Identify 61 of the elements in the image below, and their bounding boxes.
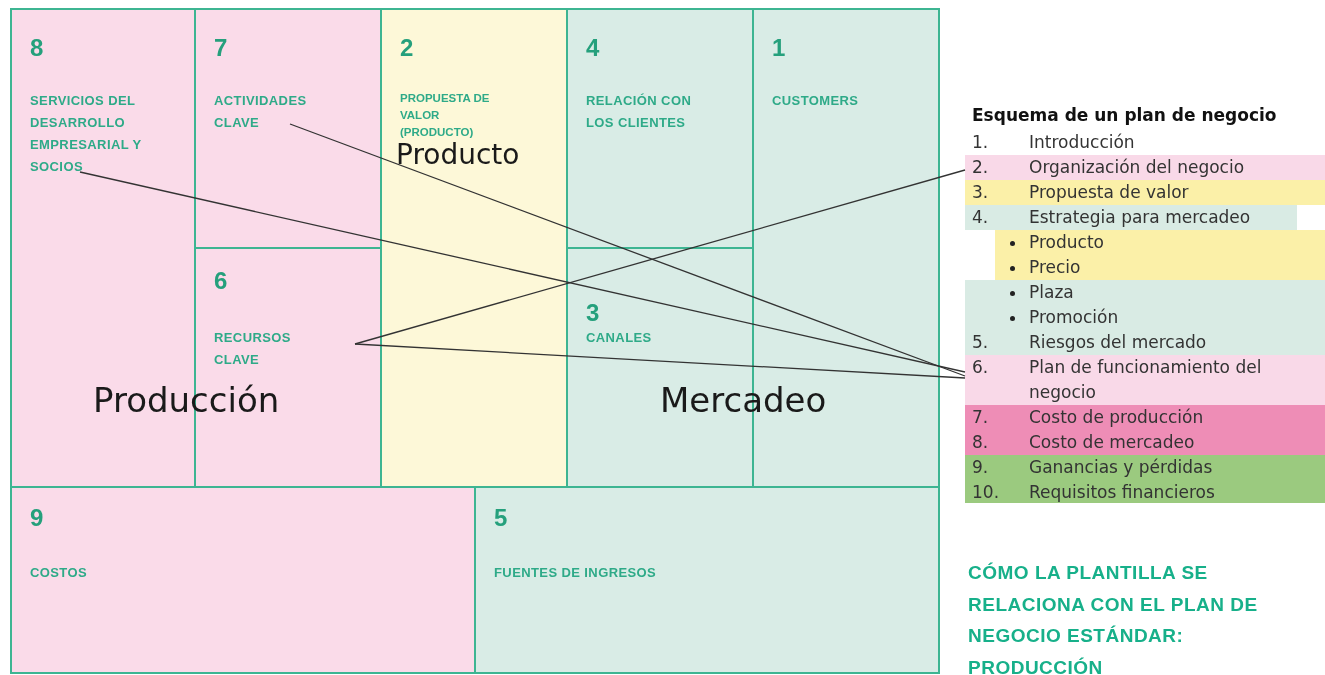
row-text: Introducción: [1029, 131, 1135, 154]
row-text: Organización del negocio: [1029, 156, 1245, 179]
leader-line: [354, 343, 966, 379]
plan-band: [965, 455, 1325, 503]
canvas-block: [380, 8, 568, 488]
row-text: Promoción: [1029, 306, 1119, 329]
caption: CÓMO LA PLANTILLA SE RELACIONA CON EL PLAN DE NEGOCIO ESTÁNDAR: PRODUCCIÓN: [968, 561, 1259, 675]
plan-band: [995, 230, 1325, 280]
block-number: 4: [586, 34, 601, 62]
block-heading: RELACIÓN CON LOS CLIENTES: [586, 92, 693, 132]
row-number: 10.: [972, 481, 1000, 504]
block-number: 1: [772, 34, 787, 62]
block-number: 8: [30, 34, 45, 62]
canvas-block: [10, 486, 476, 674]
row-number: 2.: [972, 156, 989, 179]
row-text: Precio: [1029, 256, 1081, 279]
block-heading: CANALES: [586, 329, 653, 347]
block-heading: PROPUESTA DE VALOR (PRODUCTO): [400, 91, 491, 140]
leader-line: [79, 171, 966, 373]
block-heading: RECURSOS CLAVE: [214, 329, 292, 369]
canvas-block: [474, 486, 940, 674]
block-number: 2: [400, 34, 415, 62]
row-text: Producto: [1029, 231, 1104, 254]
row-number: 1.: [972, 131, 989, 154]
leader-line: [289, 123, 966, 377]
block-number: 6: [214, 267, 229, 295]
block-number: 5: [494, 504, 509, 532]
row-number: 5.: [972, 331, 989, 354]
block-number: 9: [30, 504, 45, 532]
block-number: 3: [586, 299, 601, 327]
row-number: 8.: [972, 431, 989, 454]
list-heading: Esquema de un plan de negocio: [972, 105, 1277, 125]
row-text: Estrategia para mercadeo: [1029, 206, 1251, 229]
canvas-block: [566, 8, 754, 249]
block-heading: SERVICIOS DEL DESARROLLO EMPRESARIAL Y SOCIOS: [30, 92, 143, 176]
block-heading: FUENTES DE INGRESOS: [494, 564, 658, 582]
plan-band: [965, 405, 1325, 455]
plan-band: [965, 155, 1325, 180]
row-text: Costo de mercadeo: [1029, 431, 1195, 454]
row-text: Ganancias y pérdidas: [1029, 456, 1213, 479]
block-word: Producto: [396, 138, 521, 171]
plan-band: [965, 180, 1325, 205]
row-number: 6.: [972, 356, 989, 379]
row-number: 3.: [972, 181, 989, 204]
block-heading: ACTIVIDADES CLAVE: [214, 92, 308, 132]
row-text: Plan de funcionamiento del negocio: [1029, 356, 1263, 404]
row-text: Propuesta de valor: [1029, 181, 1189, 204]
row-number: 7.: [972, 406, 989, 429]
plan-band: [965, 355, 1325, 405]
row-text: Requisitos financieros: [1029, 481, 1215, 504]
row-number: 4.: [972, 206, 989, 229]
canvas-block: [194, 8, 382, 249]
block-number: 7: [214, 34, 229, 62]
plan-band: [965, 205, 1297, 230]
block-heading: CUSTOMERS: [772, 92, 860, 110]
block-heading: COSTOS: [30, 564, 89, 582]
row-number: 9.: [972, 456, 989, 479]
plan-band: [965, 280, 1325, 355]
row-text: Plaza: [1029, 281, 1074, 304]
row-text: Costo de producción: [1029, 406, 1204, 429]
row-text: Riesgos del mercado: [1029, 331, 1207, 354]
